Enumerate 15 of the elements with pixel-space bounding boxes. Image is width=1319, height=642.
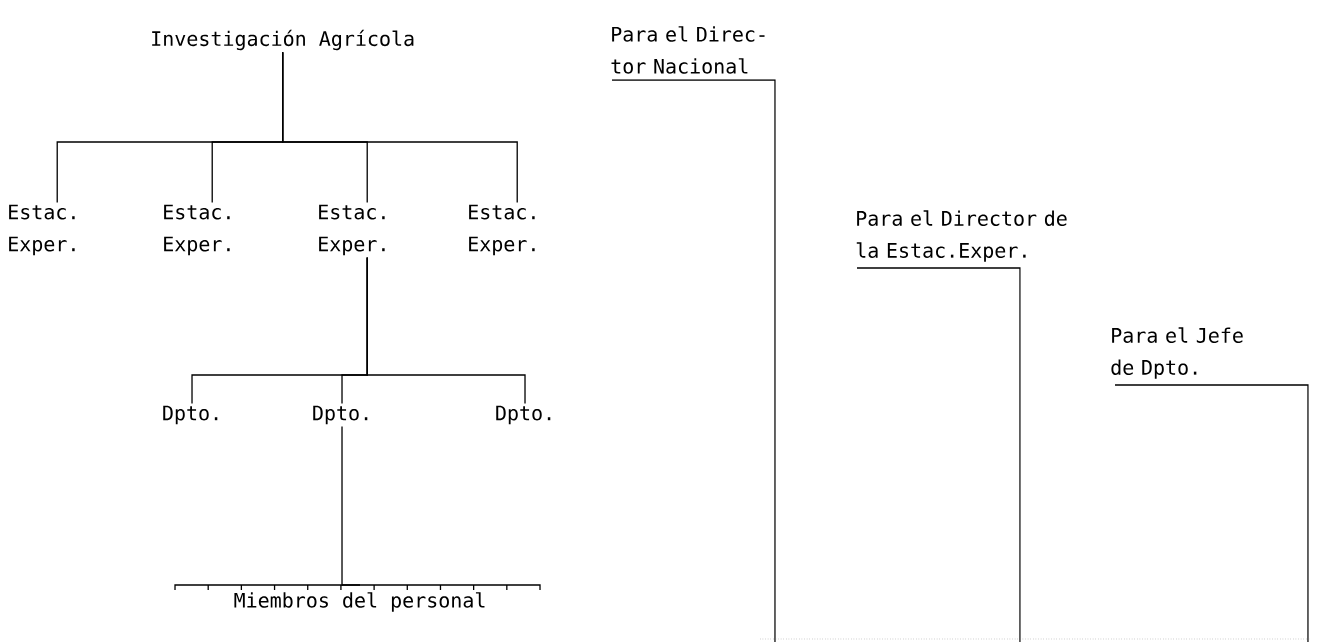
node-label: Para el Jefe de Dpto. — [1111, 327, 1243, 379]
connector-line — [341, 425, 361, 586]
node-label: Para el Director de la Estac.Exper. — [856, 210, 1067, 262]
connector-line — [366, 256, 526, 405]
node-label: Investigación Agrícola — [152, 29, 414, 51]
node-label: Dpto. — [313, 405, 368, 425]
node-label: Estac. Exper. — [469, 204, 535, 256]
node-label: Para el Direc- tor Nacional — [611, 26, 765, 74]
node-label: Dpto. — [496, 405, 551, 425]
node-label: Dpto. — [163, 405, 218, 425]
node-label: Estac. Exper. — [319, 204, 385, 256]
node-label: Estac. Exper. — [9, 204, 75, 256]
node-label: Estac. Exper. — [164, 204, 230, 256]
node-label: Miembros del personal — [234, 592, 485, 612]
connector-line — [282, 51, 518, 204]
